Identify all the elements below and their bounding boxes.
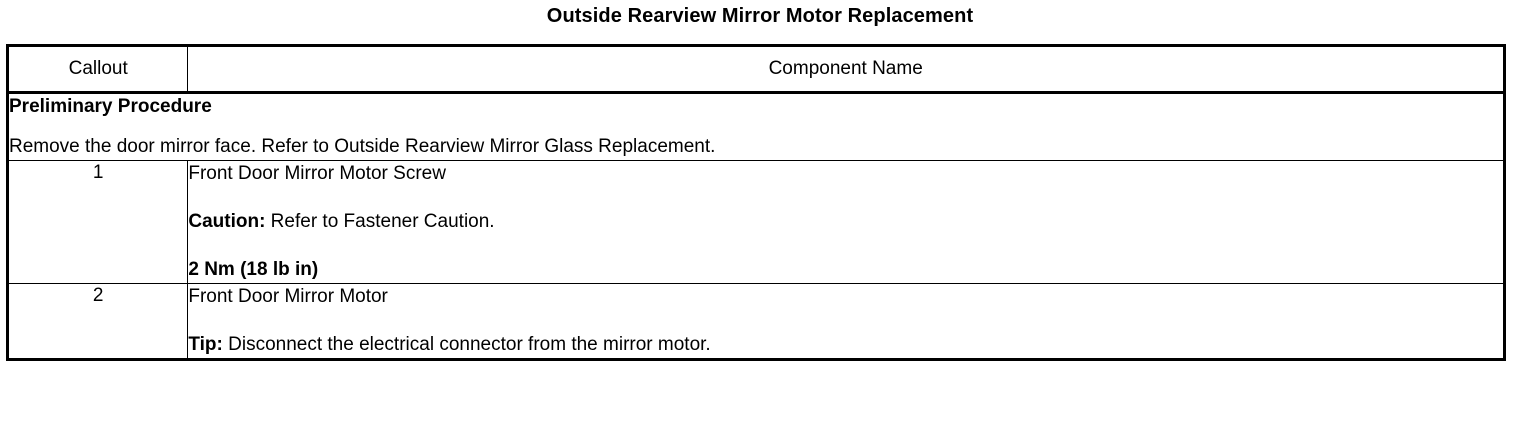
tip-label: Tip: [188,334,223,355]
component-detail-cell: Front Door Mirror Motor Tip: Disconnect … [187,283,1505,360]
page-title: Outside Rearview Mirror Motor Replacemen… [546,5,974,27]
caution-text: Refer to Fastener Caution. [265,211,495,232]
column-header-callout: Callout [6,45,189,94]
table-row: 1 Front Door Mirror Motor Screw Caution:… [6,160,1505,284]
component-callout-table: Callout Component Name Preliminary Proce… [6,44,1506,361]
callout-number: 2 [6,283,189,360]
component-detail-cell: Front Door Mirror Motor Screw Caution: R… [187,160,1505,284]
table-header-row: Callout Component Name [6,45,1505,94]
preliminary-procedure-text: Remove the door mirror face. Refer to Ou… [9,136,716,157]
component-name-text: Front Door Mirror Motor [188,286,388,307]
preliminary-procedure-cell: Preliminary Procedure Remove the door mi… [7,92,1505,161]
preliminary-procedure-row: Preliminary Procedure Remove the door mi… [7,92,1505,161]
component-name-text: Front Door Mirror Motor Screw [188,163,446,184]
tip-text: Disconnect the electrical connector from… [222,334,711,355]
column-header-component-name: Component Name [187,45,1505,94]
preliminary-procedure-heading: Preliminary Procedure [9,96,212,117]
callout-number: 1 [6,160,189,284]
caution-note: Caution: Refer to Fastener Caution. [188,209,1503,235]
tip-note: Tip: Disconnect the electrical connector… [188,332,1503,358]
torque-specification: 2 Nm (18 lb in) [188,259,319,280]
caution-label: Caution: [188,211,266,232]
table-row: 2 Front Door Mirror Motor Tip: Disconnec… [6,283,1505,360]
